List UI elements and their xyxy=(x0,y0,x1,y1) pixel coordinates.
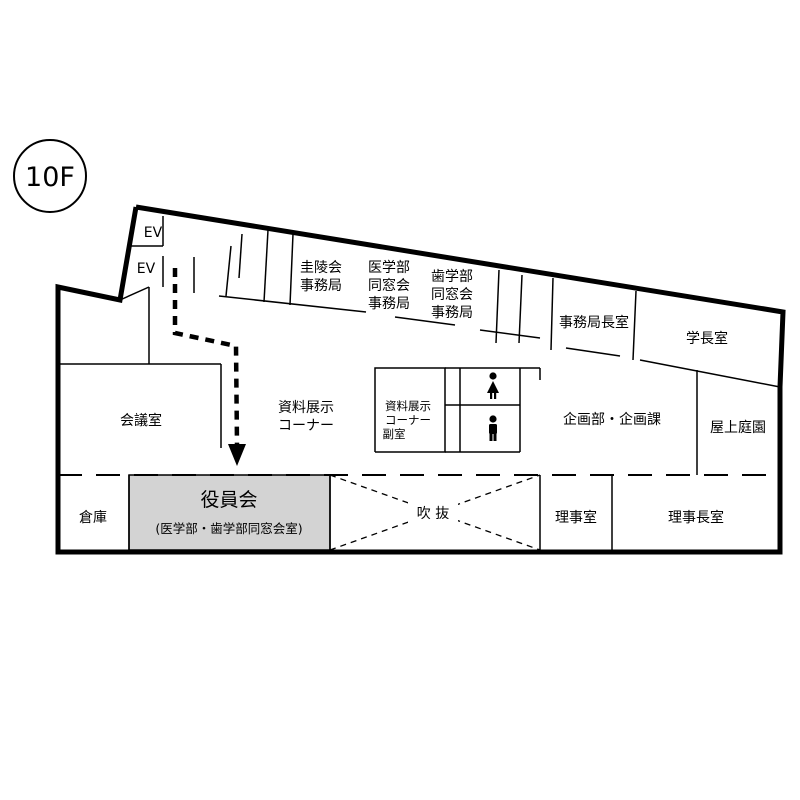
exhibit-annex-label-3: 副室 xyxy=(383,427,406,441)
secretariat-chief-label: 事務局長室 xyxy=(559,314,629,331)
arrowhead-icon xyxy=(228,444,246,466)
outer-wall xyxy=(55,204,786,555)
director-label: 理事室 xyxy=(555,509,597,526)
highlight-subtitle: (医学部・歯学部同窓会室) xyxy=(155,521,302,536)
female-restroom-icon xyxy=(487,372,499,399)
highlight-room-fill xyxy=(128,474,331,551)
atrium-label: 吹 抜 xyxy=(417,506,449,522)
med-alumni-label-2: 同窓会 xyxy=(368,277,410,294)
planning-label: 企画部・企画課 xyxy=(563,411,661,428)
storage-label: 倉庫 xyxy=(79,509,107,526)
floor-badge-label: 10F xyxy=(25,162,75,193)
route-path xyxy=(172,268,240,446)
dent-alumni-label-3: 事務局 xyxy=(431,305,473,321)
route-arrow xyxy=(172,268,246,466)
dent-alumni-label-1: 歯学部 xyxy=(431,269,473,285)
exhibit-annex-label-1: 資料展示 xyxy=(385,399,431,413)
meeting-label: 会議室 xyxy=(120,412,162,429)
floor-badge-circle xyxy=(13,139,87,213)
keiryokai-label-2: 事務局 xyxy=(300,278,342,294)
exhibit-corner-label-1: 資料展示 xyxy=(278,400,334,416)
interior-walls xyxy=(58,216,781,552)
med-alumni-label-3: 事務局 xyxy=(368,296,410,312)
exhibit-annex-label-2: コーナー xyxy=(385,413,431,427)
exhibit-corner-label-2: コーナー xyxy=(278,418,334,434)
highlight-title: 役員会 xyxy=(200,489,257,511)
atrium-label-bg xyxy=(408,502,458,524)
ev-upper-label: EV xyxy=(144,225,163,241)
floor-badge: 10F xyxy=(13,139,87,213)
keiryokai-label-1: 圭陵会 xyxy=(300,260,342,276)
dent-alumni-label-2: 同窓会 xyxy=(431,286,473,303)
chief-director-label: 理事長室 xyxy=(668,509,724,526)
med-alumni-label-1: 医学部 xyxy=(368,260,410,276)
male-restroom-icon xyxy=(489,415,497,441)
dean-label: 学長室 xyxy=(686,330,728,347)
rooftop-garden-label: 屋上庭園 xyxy=(710,419,766,436)
ev-lower-label: EV xyxy=(137,261,156,277)
